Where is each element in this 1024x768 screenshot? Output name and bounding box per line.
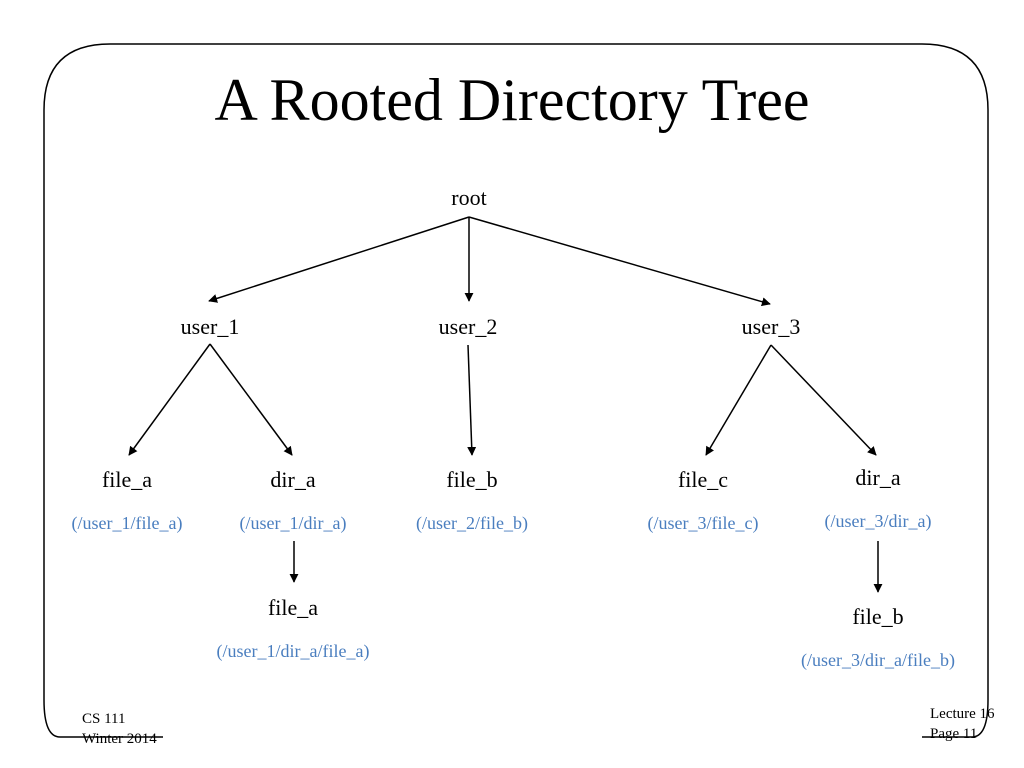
path-user3-dira-file-b: (/user_3/dir_a/file_b): [801, 650, 955, 670]
node-user1-dir-a: dir_a: [270, 467, 316, 492]
node-user-2: user_2: [438, 314, 498, 339]
path-user1-file-a: (/user_1/file_a): [71, 513, 183, 533]
edge-user2-fileb: [467, 344, 477, 456]
footer-page: Page 11: [930, 726, 978, 742]
node-user3-dir-a: dir_a: [855, 465, 901, 490]
path-user3-file-c: (/user_3/file_c): [647, 513, 759, 533]
edge-user1-dira: [209, 343, 293, 456]
node-user3-dira-file-b: file_b: [852, 604, 904, 629]
edge-user3-dira: [770, 344, 877, 456]
edge-user1-filea: [128, 343, 211, 456]
path-user3-dir-a: (/user_3/dir_a): [824, 511, 932, 531]
edge-root-user1: [208, 216, 470, 303]
edge-root-user3: [468, 216, 771, 307]
slide-border: [43, 43, 989, 738]
node-user3-file-c: file_c: [677, 467, 729, 492]
path-user2-file-b: (/user_2/file_b): [416, 513, 528, 533]
node-user-3: user_3: [741, 314, 801, 339]
footer-term: Winter 2014: [82, 731, 157, 747]
node-user2-file-b: file_b: [446, 467, 498, 492]
node-user1-file-a: file_a: [101, 467, 153, 492]
footer-lecture: Lecture 16: [930, 706, 995, 722]
node-user1-dira-file-a: file_a: [267, 595, 319, 620]
footer-course: CS 111: [82, 711, 126, 727]
path-user1-dira-file-a: (/user_1/dir_a/file_a): [216, 641, 370, 661]
path-user1-dir-a: (/user_1/dir_a): [239, 513, 347, 533]
node-user-1: user_1: [180, 314, 240, 339]
slide-title: A Rooted Directory Tree: [214, 67, 810, 133]
node-root: root: [451, 185, 487, 210]
edge-user3-filec: [705, 344, 772, 456]
